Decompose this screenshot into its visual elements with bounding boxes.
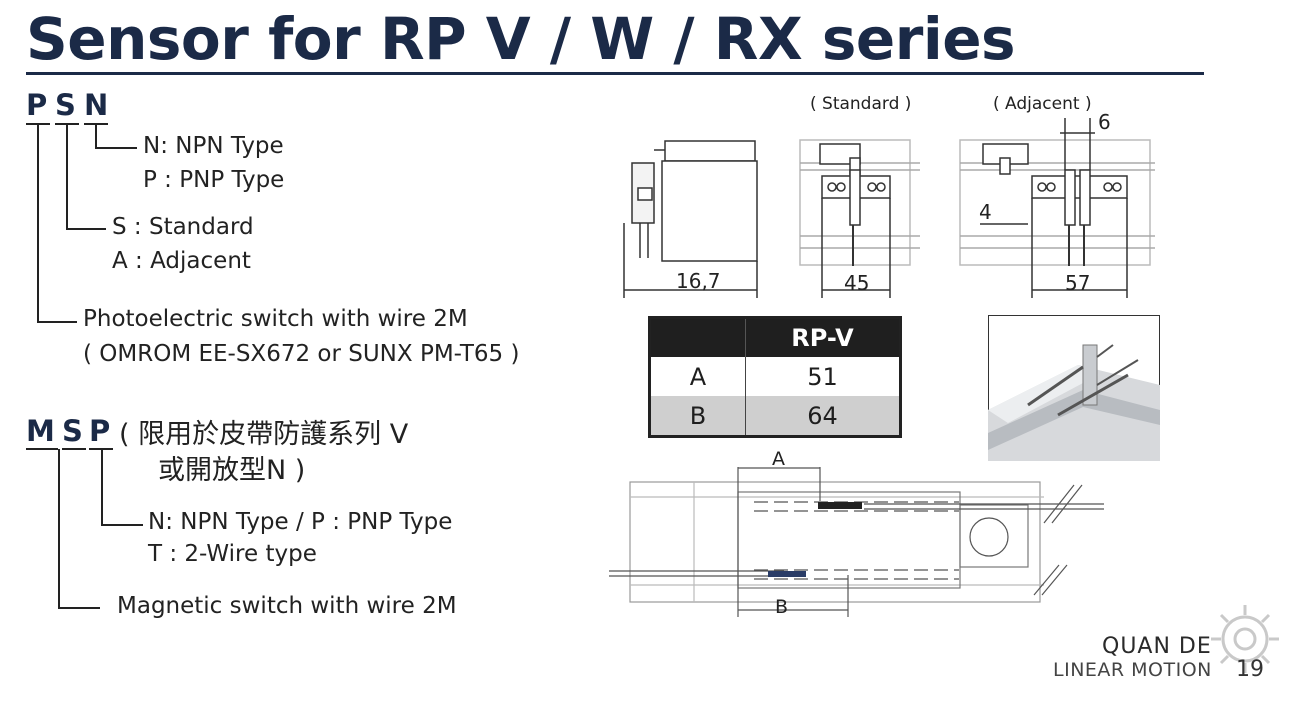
psn-s-option-adjacent: A : Adjacent	[112, 248, 251, 274]
dim-adjacent-width: 57	[1065, 271, 1090, 295]
msp-letter-s: S	[62, 414, 87, 448]
psn-p-description: Photoelectric switch with wire 2M	[83, 306, 468, 332]
psn-bracket-p-v	[37, 124, 39, 322]
sensor-mounting-drawings: ( Standard ) ( Adjacent ) 16,7 45 6 4 57	[623, 94, 1155, 298]
standard-label: ( Standard )	[810, 94, 911, 114]
psn-letter-p: P	[26, 88, 52, 122]
product-photo	[988, 315, 1160, 461]
psn-s-option-standard: S : Standard	[112, 214, 254, 240]
msp-letter-m: M	[26, 414, 59, 448]
psn-bracket-s-h	[66, 228, 106, 230]
table-row: A 51	[649, 357, 901, 396]
msp-usage-note-line1: ( 限用於皮帶防護系列 V	[119, 419, 409, 450]
table-row-value-b: 64	[745, 396, 901, 437]
title-divider	[26, 72, 1204, 75]
dim-adjacent-gap: 6	[1098, 110, 1111, 134]
msp-p-options: N: NPN Type / P : PNP Type	[148, 509, 453, 535]
dim-standard-width: 45	[844, 271, 869, 295]
msp-t-option: T : 2-Wire type	[148, 541, 317, 567]
rp-v-dimension-table: RP-V A 51 B 64	[648, 316, 902, 438]
dimension-label-a: A	[772, 448, 785, 470]
psn-bracket-n-h	[95, 147, 137, 149]
table-row-label-a: A	[649, 357, 746, 396]
psn-n-option-pnp: P : PNP Type	[143, 167, 285, 193]
dim-side-width: 16,7	[676, 269, 721, 293]
msp-bracket-m-h	[58, 607, 100, 609]
gear-icon	[1211, 605, 1279, 673]
psn-letter-s: S	[55, 88, 80, 122]
table-row: B 64	[649, 396, 901, 437]
magnetic-switch-drawing: A B	[609, 448, 1104, 618]
adjacent-label: ( Adjacent )	[993, 94, 1092, 114]
psn-bracket-n-v	[95, 124, 97, 148]
msp-letter-p: P	[89, 414, 115, 448]
table-header-blank	[649, 317, 746, 357]
psn-letter-n: N	[84, 88, 113, 122]
company-logo-tagline: LINEAR MOTION	[1053, 659, 1212, 681]
adjacent-view-drawing	[959, 118, 1155, 298]
page-title: Sensor for RP V / W / RX series	[26, 5, 1016, 73]
table-row-label-b: B	[649, 396, 746, 437]
msp-bracket-m-v	[58, 449, 60, 608]
psn-bracket-s-v	[66, 124, 68, 229]
psn-n-option-npn: N: NPN Type	[143, 133, 284, 159]
msp-m-description: Magnetic switch with wire 2M	[117, 593, 457, 619]
company-logo-name: QUAN DE	[1102, 634, 1212, 659]
msp-usage-note-line2: 或開放型N )	[158, 455, 306, 486]
msp-bracket-p-v	[101, 449, 103, 525]
standard-view-drawing	[799, 139, 920, 298]
msp-bracket-p-h	[101, 524, 143, 526]
msp-underline-m	[26, 448, 58, 450]
psn-bracket-p-h	[37, 321, 77, 323]
table-header-rp-v: RP-V	[745, 317, 901, 357]
psn-p-models: ( OMROM EE-SX672 or SUNX PM-T65 )	[83, 341, 520, 367]
table-header-row: RP-V	[649, 317, 901, 357]
dimension-label-b: B	[775, 596, 788, 618]
msp-underline-s	[62, 448, 86, 450]
page-number: 19	[1236, 657, 1264, 682]
dim-adjacent-offset: 4	[979, 200, 992, 224]
side-view-drawing	[623, 140, 758, 298]
table-row-value-a: 51	[745, 357, 901, 396]
